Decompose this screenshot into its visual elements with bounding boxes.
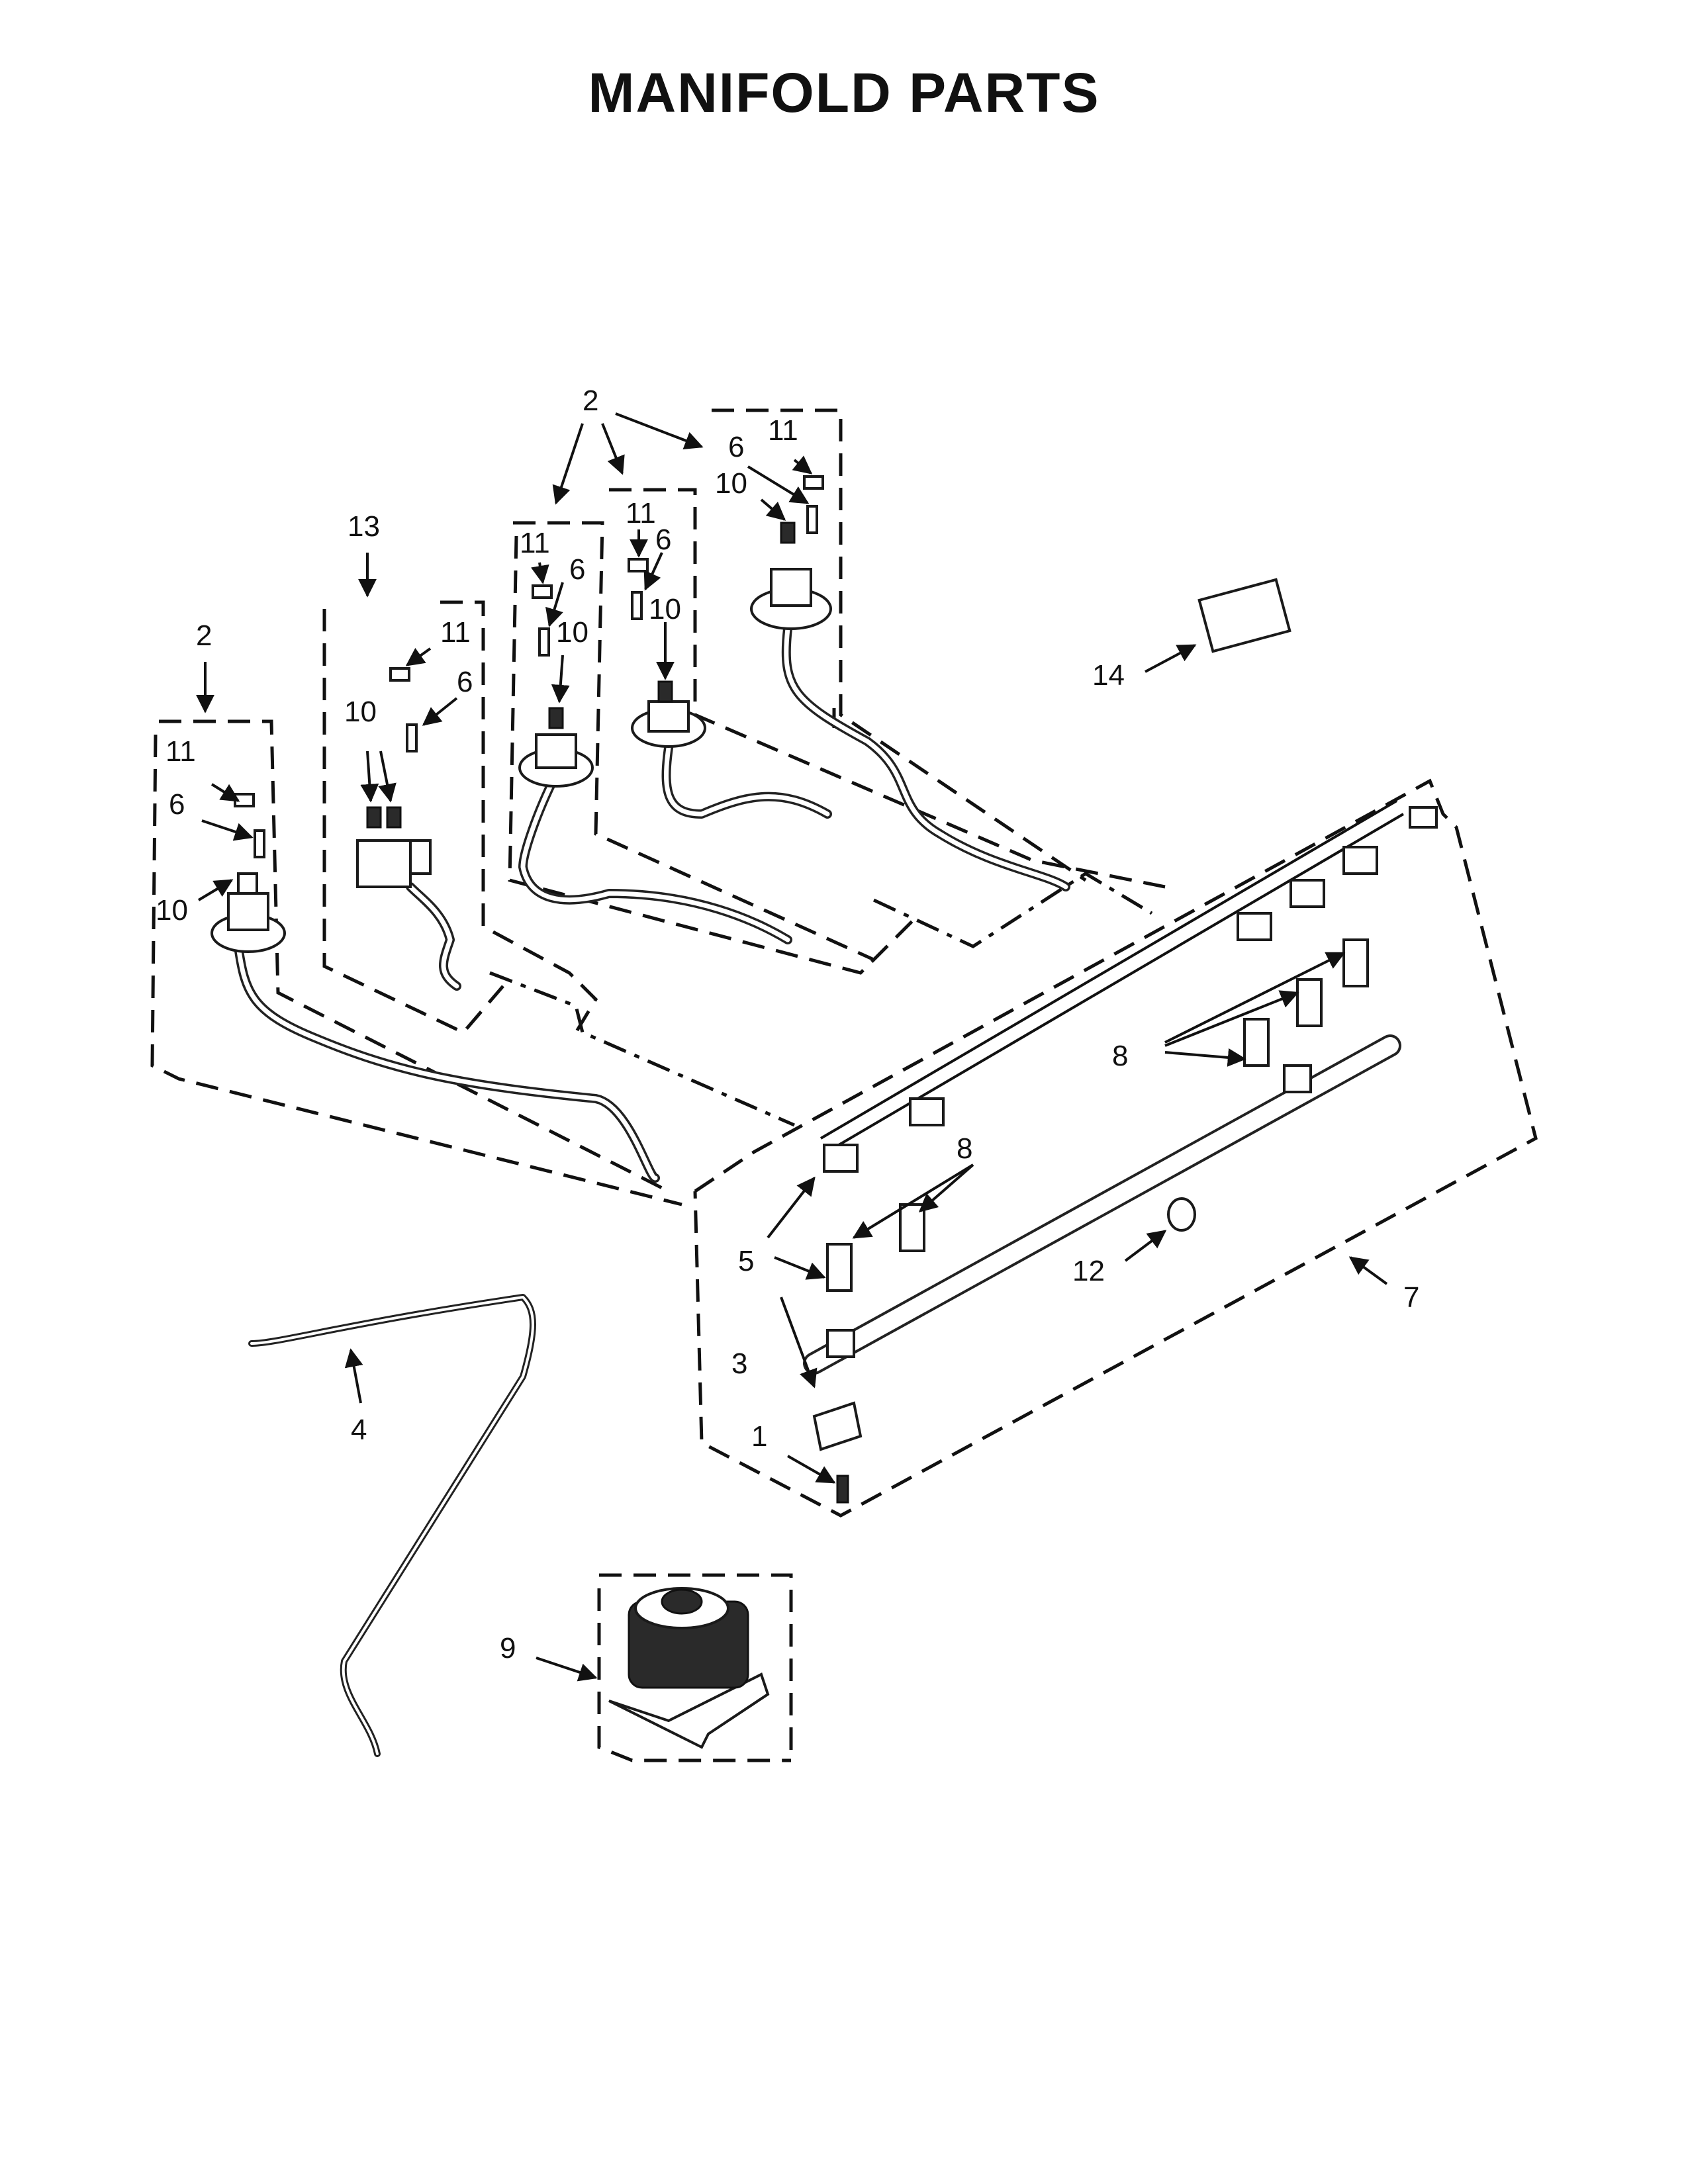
- callout-6-center1: 6: [569, 553, 585, 586]
- callout-8-left: 8: [957, 1132, 972, 1165]
- callout-10-right: 10: [715, 467, 747, 500]
- callout-6-v13: 6: [457, 666, 473, 698]
- callout-leaders: [196, 412, 1388, 1682]
- page-title: MANIFOLD PARTS: [588, 62, 1100, 124]
- callout-5: 5: [738, 1245, 754, 1277]
- callout-11-left: 11: [165, 735, 196, 768]
- callout-11-v13: 11: [440, 616, 471, 649]
- callout-8-right: 8: [1112, 1040, 1128, 1072]
- callout-1: 1: [751, 1420, 767, 1453]
- callout-12: 12: [1072, 1255, 1105, 1287]
- callout-11-center2: 11: [626, 497, 656, 529]
- callout-10-center2: 10: [649, 593, 681, 625]
- callout-6-right: 6: [728, 431, 744, 463]
- pressure-regulator: [608, 1587, 770, 1749]
- callout-2-top: 2: [583, 385, 598, 417]
- callout-3: 3: [731, 1347, 747, 1380]
- manifold-components: [812, 578, 1438, 1504]
- callout-6-left: 6: [169, 788, 185, 821]
- callout-10-left: 10: [156, 894, 188, 927]
- callout-6-center2: 6: [655, 523, 671, 556]
- group-outlines: [150, 408, 1538, 1762]
- callout-9: 9: [500, 1632, 516, 1664]
- callout-4: 4: [351, 1414, 367, 1446]
- callout-labels: 2 2 13 11 6 10 11 6 10 11 6 10 11 6 10 6…: [156, 385, 1419, 1664]
- gas-tubes: [234, 624, 1405, 1757]
- callout-14: 14: [1092, 659, 1125, 692]
- callout-10-center1: 10: [556, 616, 588, 649]
- callout-11-center1: 11: [520, 527, 550, 559]
- callout-13: 13: [348, 510, 380, 543]
- valves: [211, 475, 832, 953]
- callout-7: 7: [1403, 1281, 1419, 1314]
- callout-2-left: 2: [196, 619, 212, 652]
- callout-11-right: 11: [768, 414, 798, 447]
- callout-10-v13: 10: [344, 696, 377, 728]
